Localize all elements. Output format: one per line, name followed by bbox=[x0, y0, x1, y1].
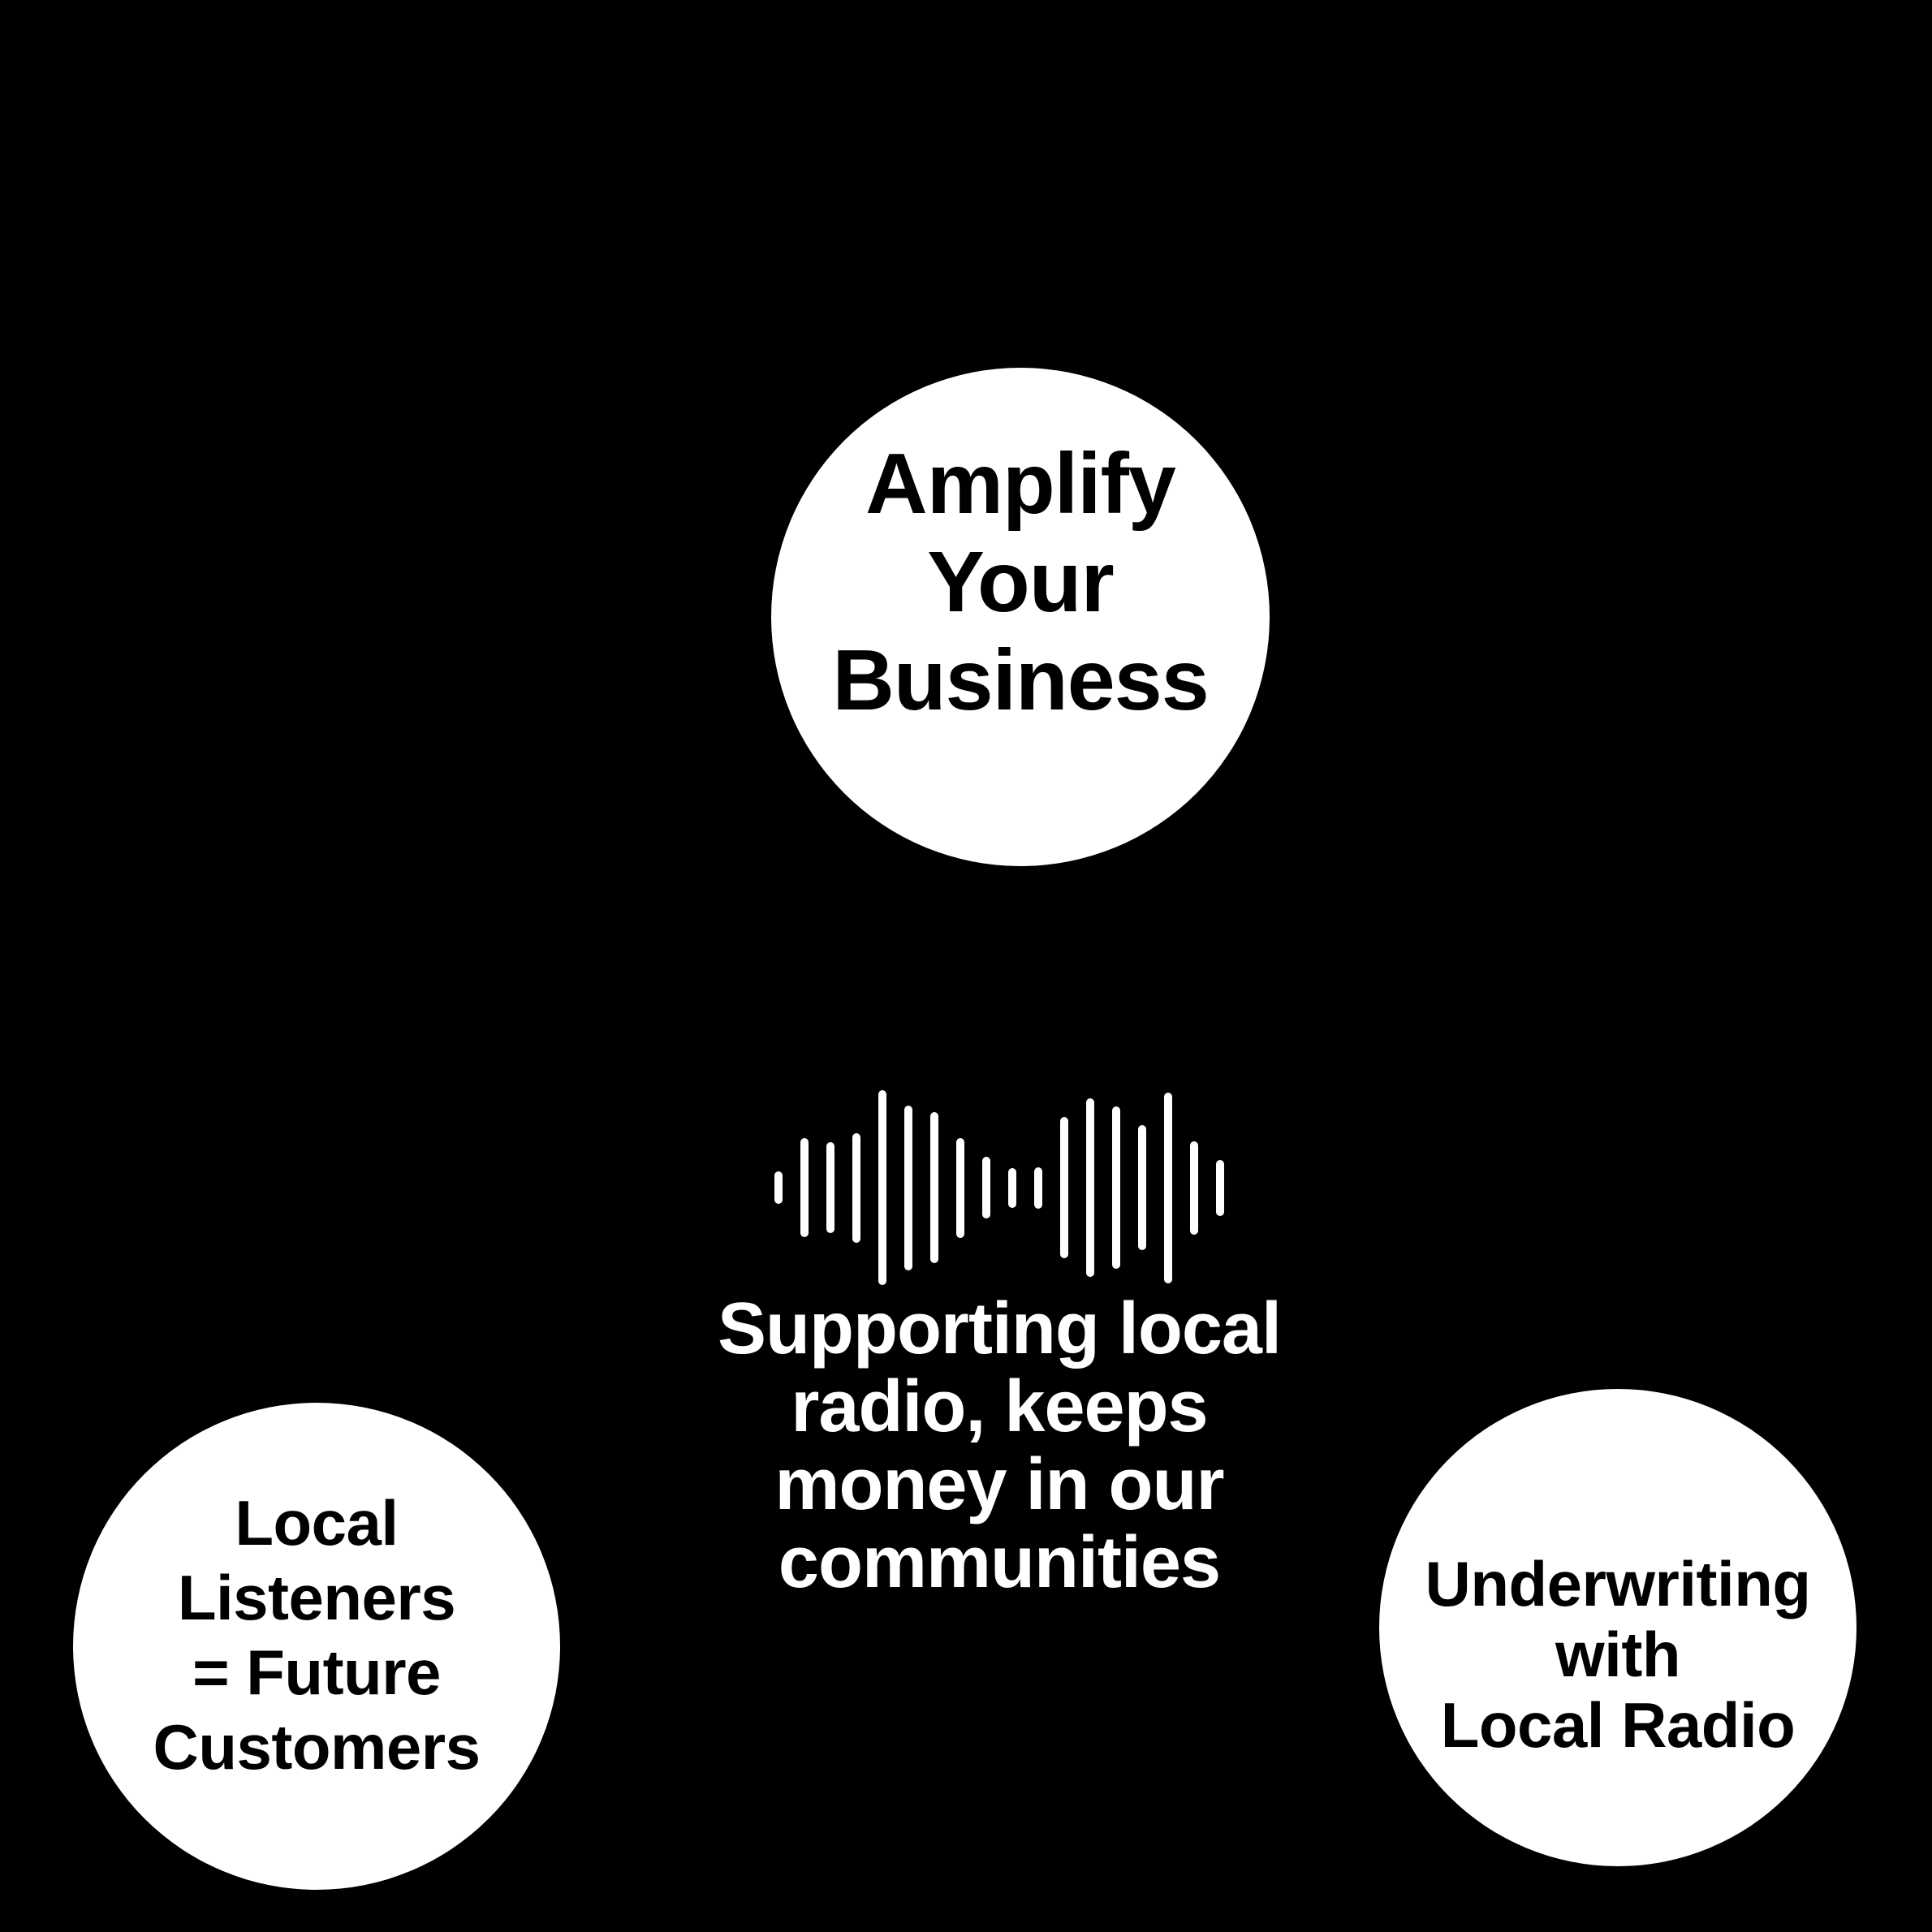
circle-bottom-left-line-1: Local bbox=[235, 1487, 399, 1559]
waveform-bar bbox=[956, 1137, 964, 1238]
center-caption: Supporting local radio, keeps money in o… bbox=[718, 1288, 1282, 1603]
waveform-bar bbox=[774, 1171, 783, 1204]
center-group: Supporting local radio, keeps money in o… bbox=[691, 1090, 1308, 1602]
waveform-bar bbox=[852, 1132, 860, 1243]
waveform-bar bbox=[1112, 1106, 1120, 1269]
sound-wave-icon bbox=[774, 1090, 1224, 1285]
circle-top-line-3: Business bbox=[832, 632, 1209, 728]
circle-top-line-2: Your bbox=[927, 534, 1115, 630]
waveform-bar bbox=[904, 1105, 912, 1270]
waveform-bar bbox=[930, 1112, 938, 1263]
circle-bottom-left-line-3: = Future bbox=[192, 1637, 441, 1708]
waveform-bar bbox=[1216, 1159, 1224, 1216]
circle-bottom-left-line-2: Listeners bbox=[177, 1562, 456, 1633]
waveform-bar bbox=[1138, 1125, 1146, 1250]
circle-bottom-right-line-2: with bbox=[1555, 1618, 1680, 1690]
waveform-bar bbox=[982, 1157, 990, 1218]
waveform-bar bbox=[1190, 1141, 1198, 1235]
waveform-bar bbox=[1164, 1092, 1172, 1283]
waveform-bar bbox=[1034, 1167, 1042, 1209]
circle-bottom-right-line-1: Underwriting bbox=[1425, 1547, 1812, 1619]
circle-underwriting: Underwriting with Local Radio bbox=[1379, 1389, 1857, 1866]
circle-local-listeners: Local Listeners = Future Customers bbox=[73, 1403, 560, 1890]
circle-bottom-right-line-3: Local Radio bbox=[1440, 1688, 1796, 1761]
waveform-bar bbox=[1086, 1098, 1094, 1277]
center-caption-line-4: communities bbox=[778, 1522, 1221, 1603]
waveform-bar bbox=[1060, 1117, 1068, 1258]
center-caption-line-1: Supporting local bbox=[718, 1288, 1282, 1369]
center-caption-line-2: radio, keeps bbox=[791, 1366, 1208, 1447]
circle-top-line-1: Amplify bbox=[865, 436, 1176, 532]
waveform-bar bbox=[1008, 1167, 1016, 1208]
waveform-bar bbox=[878, 1090, 886, 1285]
waveform-bar bbox=[800, 1138, 809, 1237]
waveform-bar bbox=[826, 1142, 834, 1233]
center-caption-line-3: money in our bbox=[774, 1444, 1224, 1525]
circle-bottom-left-line-4: Customers bbox=[153, 1711, 481, 1783]
circle-amplify-your-business: Amplify Your Business bbox=[771, 368, 1270, 866]
